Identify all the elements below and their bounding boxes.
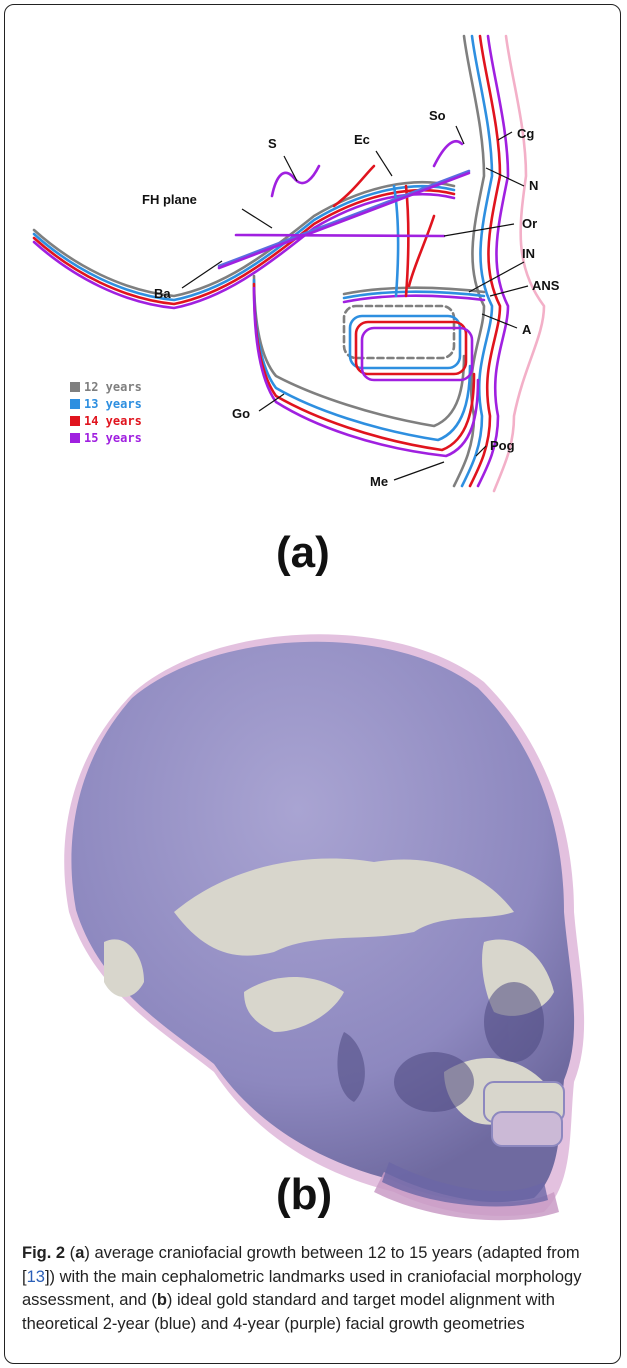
landmark-me: Me <box>370 474 388 489</box>
legend-item-15: 15 years <box>70 431 142 445</box>
svg-text:13 years: 13 years <box>84 397 142 411</box>
landmark-n: N <box>529 178 538 193</box>
teeth-region <box>342 286 486 382</box>
landmark-or: Or <box>522 216 537 231</box>
landmark-in: IN <box>522 246 535 261</box>
landmark-ec: Ec <box>354 132 370 147</box>
landmark-go: Go <box>232 406 250 421</box>
tracing-svg: S Ec So Cg N FH plane Or IN ANS A Ba Go … <box>32 34 560 493</box>
legend-item-14: 14 years <box>70 414 142 428</box>
legend-item-13: 13 years <box>70 397 142 411</box>
landmark-s: S <box>268 136 277 151</box>
jaw-shell-2yr <box>382 1162 548 1207</box>
reference-lines <box>217 169 471 270</box>
legend: 12 years 13 years 14 years 15 years <box>70 380 142 445</box>
landmark-ba: Ba <box>154 286 171 301</box>
reference-link[interactable]: 13 <box>26 1267 45 1286</box>
skull-outline-series <box>32 180 456 310</box>
landmark-cg: Cg <box>517 126 534 141</box>
skull-svg <box>64 634 585 1221</box>
caption-fig-label: Fig. 2 <box>22 1244 66 1262</box>
legend-item-12: 12 years <box>70 380 142 394</box>
landmark-so: So <box>429 108 446 123</box>
landmark-fh: FH plane <box>142 192 197 207</box>
svg-text:14 years: 14 years <box>84 414 142 428</box>
panel-b-label: (b) <box>276 1170 333 1219</box>
jaw-shell-4yr <box>374 1172 559 1221</box>
svg-text:15 years: 15 years <box>84 431 142 445</box>
landmark-labels: S Ec So Cg N FH plane Or IN ANS A Ba Go … <box>142 108 560 489</box>
landmark-ans: ANS <box>532 278 560 293</box>
teeth <box>483 1081 565 1147</box>
figure-caption: Fig. 2 (a) average craniofacial growth b… <box>22 1244 582 1333</box>
mandible-outline <box>252 274 480 458</box>
svg-text:12 years: 12 years <box>84 380 142 394</box>
facial-shadows <box>337 982 544 1112</box>
landmark-pog: Pog <box>490 438 515 453</box>
landmark-a: A <box>522 322 532 337</box>
skull-3d-render <box>14 612 614 1222</box>
sella-orbit-features <box>270 139 464 298</box>
panel-a-label: (a) <box>276 528 330 577</box>
cephalometric-tracing: S Ec So Cg N FH plane Or IN ANS A Ba Go … <box>14 16 614 536</box>
landmark-arrows <box>181 125 529 481</box>
